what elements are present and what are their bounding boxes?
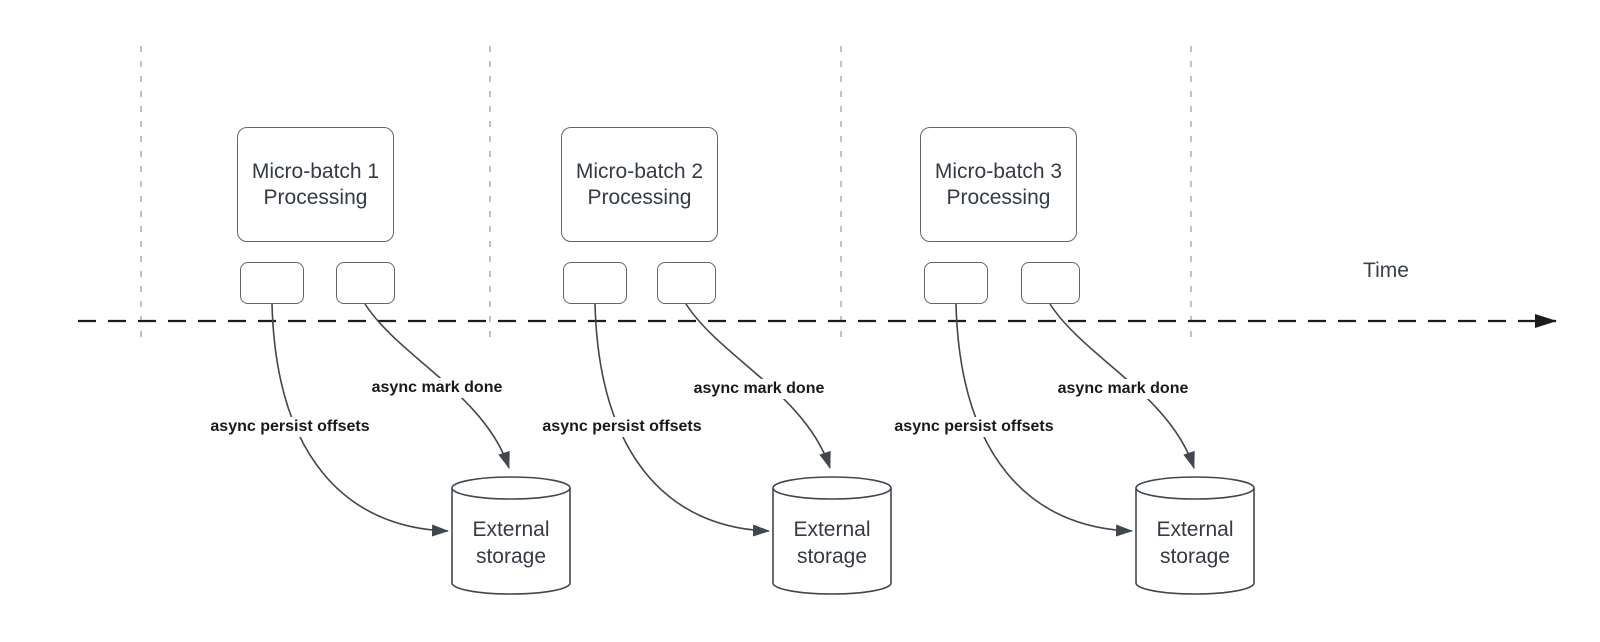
async-persist-offsets-arrow-2	[594, 303, 770, 537]
batch-3-persist-label: async persist offsets	[891, 417, 1057, 437]
micro-batch-3-title: Micro-batch 3	[934, 159, 1063, 183]
micro-batch-3-subtitle: Processing	[946, 185, 1051, 209]
batch-1-persist-task-box	[240, 262, 304, 304]
external-storage-cylinder-2	[772, 476, 892, 595]
micro-batch-1-title: Micro-batch 1	[251, 159, 380, 183]
external-storage-cylinder-1	[451, 476, 571, 595]
batch-3-done-label: async mark done	[1054, 379, 1192, 399]
batch-2-done-label: async mark done	[690, 379, 828, 399]
async-mark-done-arrow-2	[685, 303, 831, 469]
micro-batch-2-subtitle: Processing	[587, 185, 692, 209]
batch-1-persist-label: async persist offsets	[207, 417, 373, 437]
batch-1-done-task-box	[336, 262, 395, 304]
micro-batch-1-box: Micro-batch 1 Processing	[237, 127, 394, 242]
batch-2-done-task-box	[657, 262, 716, 304]
micro-batch-1-subtitle: Processing	[263, 185, 368, 209]
batch-2-persist-label: async persist offsets	[539, 417, 705, 437]
batch-3-done-task-box	[1021, 262, 1080, 304]
micro-batch-3-box: Micro-batch 3 Processing	[920, 127, 1077, 242]
async-persist-offsets-arrow-3	[955, 303, 1133, 537]
external-storage-3-label: External storage	[1156, 518, 1234, 568]
external-storage-1-label: External storage	[472, 518, 550, 568]
micro-batch-2-title: Micro-batch 2	[575, 159, 704, 183]
batch-1-done-label: async mark done	[368, 378, 506, 398]
time-axis-label: Time	[1363, 259, 1409, 282]
micro-batch-2-box: Micro-batch 2 Processing	[561, 127, 718, 242]
external-storage-cylinder-3	[1135, 476, 1255, 595]
async-mark-done-arrow-3	[1049, 303, 1195, 469]
batch-2-persist-task-box	[563, 262, 627, 304]
async-persist-offsets-arrow-1	[271, 303, 449, 537]
batch-3-persist-task-box	[924, 262, 988, 304]
external-storage-2-label: External storage	[793, 518, 871, 568]
